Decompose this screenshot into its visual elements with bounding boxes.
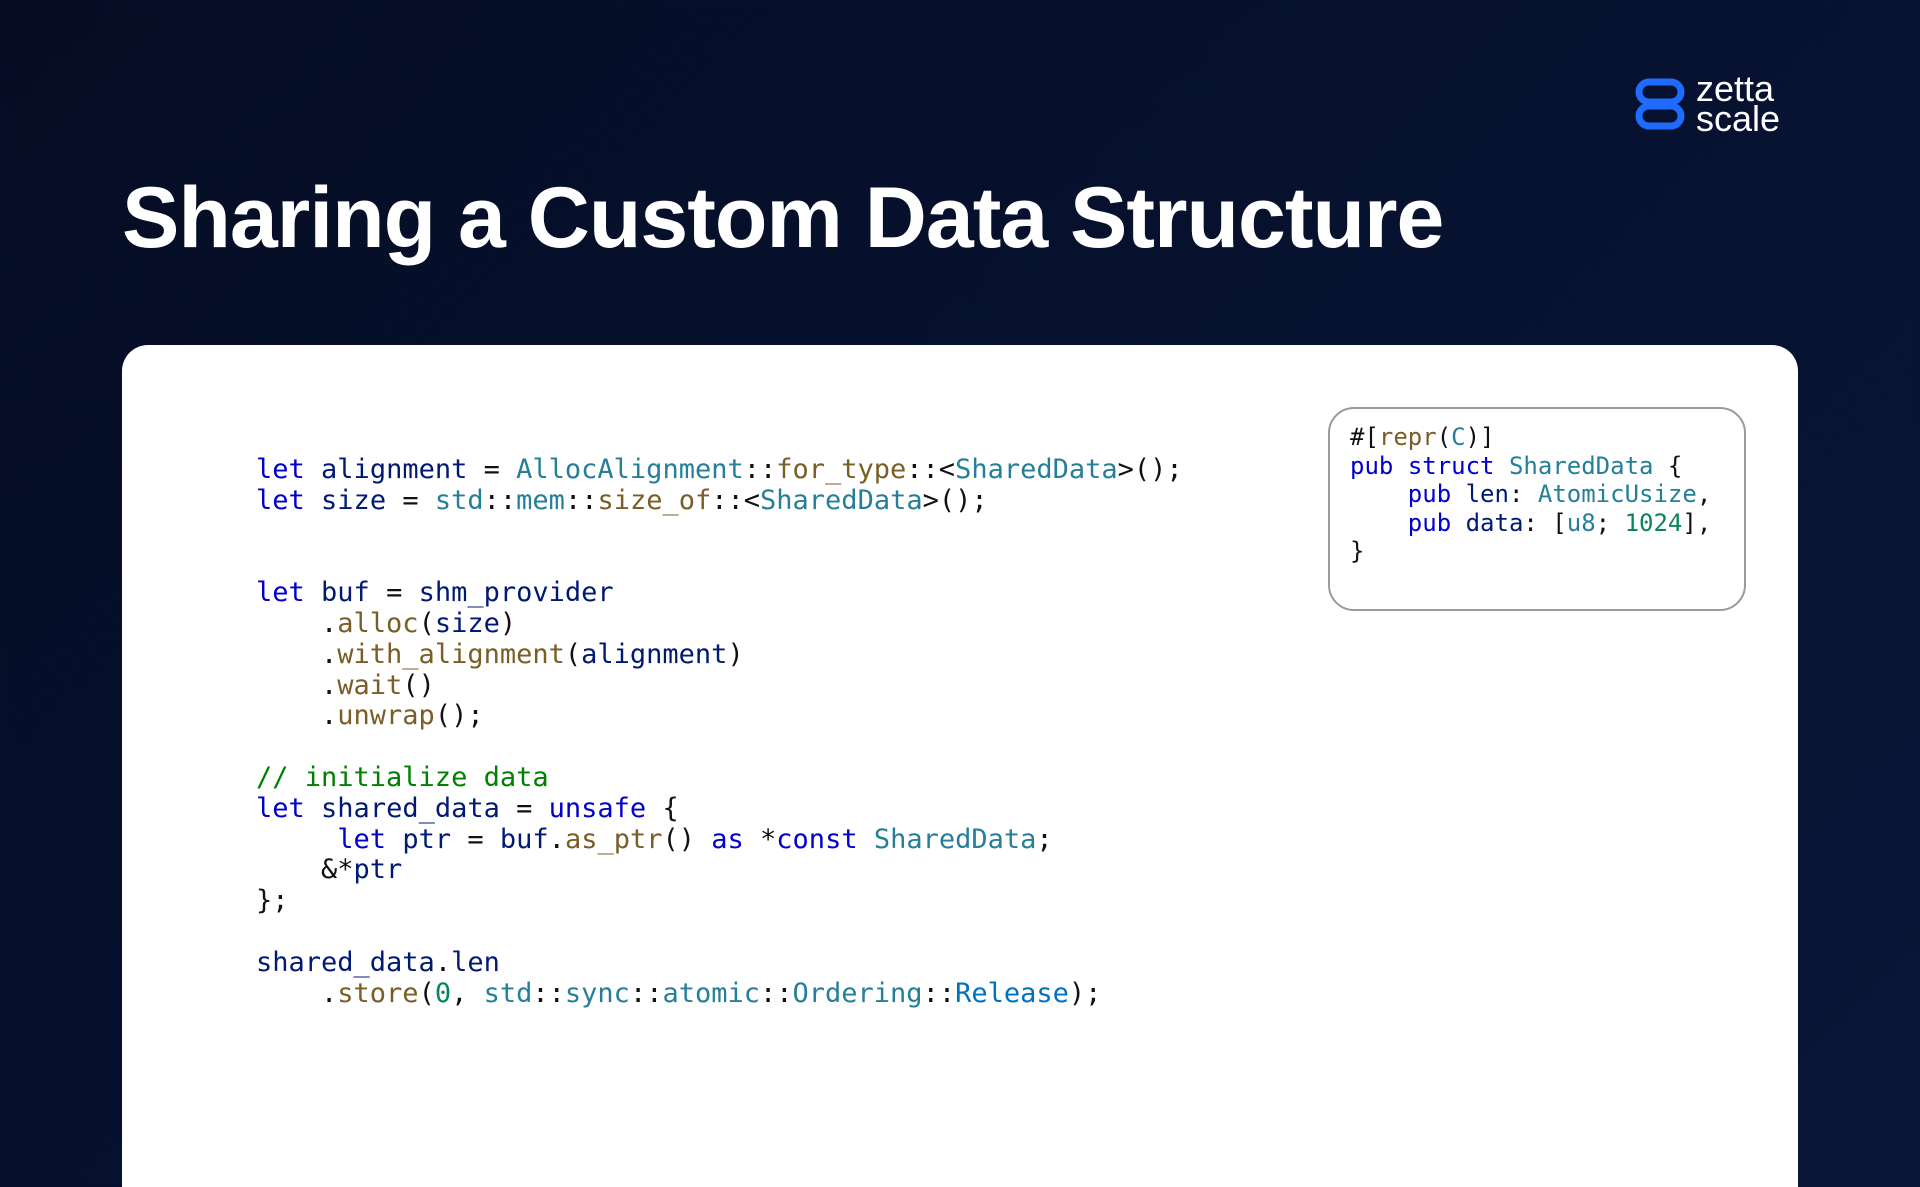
logo-line-2: scale [1696, 98, 1781, 139]
logo-wordmark: zetta scale [1696, 68, 1781, 139]
code-block-struct: #[repr(C)] pub struct SharedData { pub l… [1350, 423, 1712, 565]
slide-title: Sharing a Custom Data Structure [122, 170, 1444, 266]
struct-definition-box: #[repr(C)] pub struct SharedData { pub l… [1328, 407, 1746, 611]
code-block-main: let alignment = AllocAlignment::for_type… [256, 454, 1183, 1009]
zettascale-logo: zetta scale [1634, 68, 1781, 139]
code-card: let alignment = AllocAlignment::for_type… [122, 345, 1798, 1187]
zettascale-logo-icon [1635, 78, 1685, 130]
logo-line-1: zetta [1696, 68, 1775, 109]
